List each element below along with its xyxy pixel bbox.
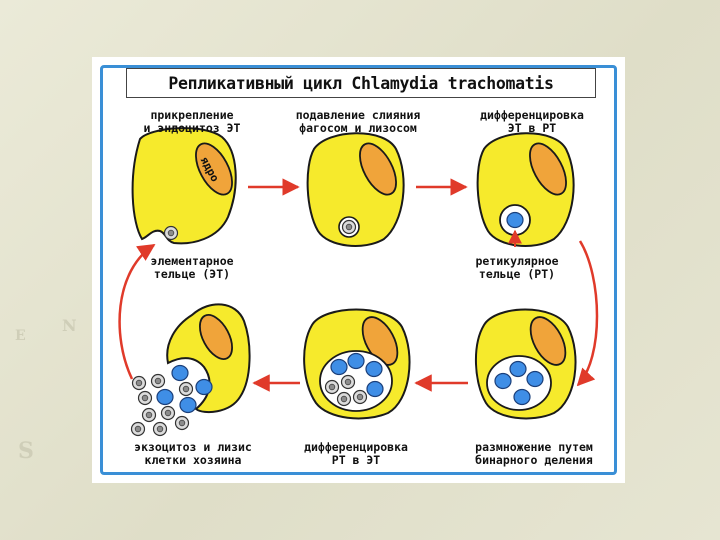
label-rt-line1: ретикулярное [475,254,559,268]
label-attachment-line2: и эндоцитоз ЭТ [143,121,241,135]
label-exo-line2: клетки хозяина [144,453,242,467]
cell-differentiation-et-rt [476,132,575,247]
diagram-panel: Репликативный цикл Chlamydia trachomatis [92,57,625,483]
label-attachment-line1: прикрепление [150,108,234,122]
label-suppression: подавление слияния фагосом и лизосом [280,109,436,135]
diagram-title: Репликативный цикл Chlamydia trachomatis [126,68,596,98]
label-exocytosis: экзоцитоз и лизис клетки хозяина [110,441,276,467]
compass-decoration-e: E [15,328,26,344]
diagram-frame [100,65,617,475]
label-attachment: прикрепление и эндоцитоз ЭТ [132,109,252,135]
label-mult-line2: бинарного деления [475,453,593,467]
label-et-line2: тельце (ЭТ) [153,267,231,281]
arrow-3-to-4 [576,240,599,387]
label-diff1-line1: дифференцировка [480,108,584,122]
label-diff2-line1: дифференцировка [304,440,408,454]
label-diff2-line2: РТ в ЭТ [331,453,381,467]
nucleus-ellipse-1 [195,142,233,196]
cell-differentiation-rt-et [303,308,411,420]
cell-exocytosis [130,303,251,437]
label-differentiation-rt-et: дифференцировка РТ в ЭТ [286,441,426,467]
label-mult-line1: размножение путем [475,440,593,454]
label-differentiation-et-rt: дифференцировка ЭТ в РТ [462,109,602,135]
label-exo-line1: экзоцитоз и лизис [134,440,252,454]
label-rt-line2: тельце (РТ) [478,267,556,281]
compass-decoration-n: N [62,316,77,335]
label-suppression-line2: фагосом и лизосом [299,121,417,135]
label-multiplication: размножение путем бинарного деления [452,441,616,467]
cell-multiplication [475,308,577,420]
label-et-line1: элементарное [150,254,234,268]
label-reticulate-body: ретикулярное тельце (РТ) [462,255,572,281]
label-diff1-line2: ЭТ в РТ [507,121,557,135]
cell-attachment [131,127,237,245]
arrow-6-to-et [118,243,156,380]
cycle-diagram: ядро [118,127,599,437]
label-suppression-line1: подавление слияния [295,108,421,122]
label-elementary-body: элементарное тельце (ЭТ) [136,255,248,281]
compass-decoration-s: S [18,438,34,464]
cell-suppression [306,132,405,247]
